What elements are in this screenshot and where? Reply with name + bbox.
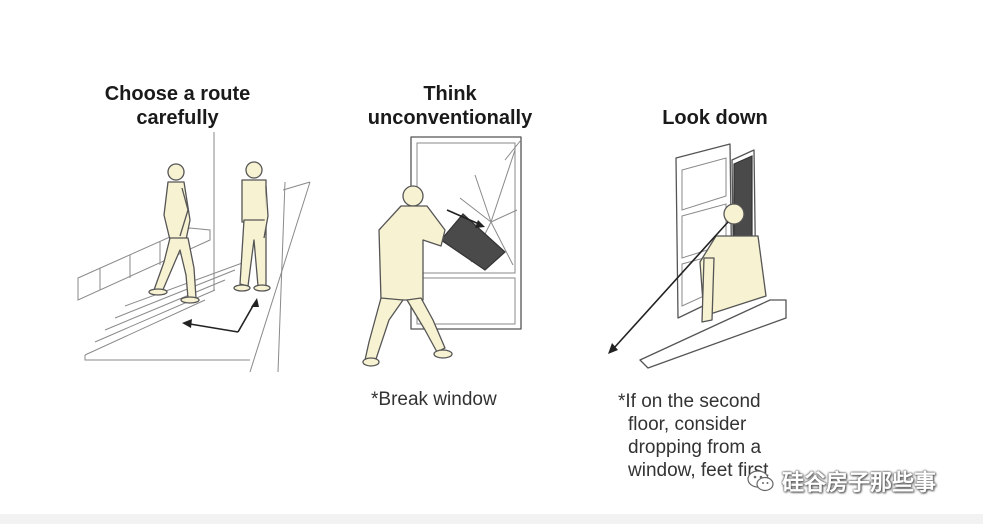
window-break-illustration	[362, 136, 522, 367]
note-line: *If on the second	[618, 391, 761, 412]
title-line: Look down	[662, 107, 768, 129]
title-line: Choose a route	[104, 83, 251, 105]
man-walking-stairs	[148, 163, 200, 304]
title-line: carefully	[136, 107, 219, 129]
hall-edge-line	[282, 181, 311, 191]
watermark-text: 硅谷房子那些事	[782, 471, 937, 496]
hall-edge-line	[277, 181, 286, 373]
stairs-illustration	[77, 132, 311, 373]
wechat-icon	[747, 470, 774, 492]
panel-note: *If on the second floor, consider droppi…	[618, 390, 768, 482]
panel-title: Think unconventionally	[345, 82, 555, 130]
panel-think-unconventionally: Think unconventionally	[345, 0, 575, 524]
note-line: window, feet first	[628, 460, 769, 481]
motion-arrow	[446, 209, 480, 225]
note-line: dropping from a	[628, 437, 762, 458]
panel-title: Look down	[600, 106, 830, 130]
man-walking-hall	[233, 161, 271, 292]
stair-base	[84, 355, 250, 361]
arrow-head	[608, 343, 618, 354]
watermark: 硅谷房子那些事	[746, 466, 936, 496]
note-line: *Break window	[371, 389, 497, 410]
note-line: floor, consider	[628, 414, 747, 435]
person-looking-down	[699, 203, 767, 323]
panel-choose-route: Choose a route carefully	[70, 0, 320, 524]
route-arrow	[189, 323, 239, 333]
sight-line-arrow	[613, 221, 729, 349]
title-line: unconventionally	[367, 107, 533, 129]
arrow-head	[251, 298, 259, 307]
arrow-head	[182, 319, 192, 328]
window-sill	[639, 299, 787, 369]
hall-edge-line	[249, 181, 311, 373]
briefcase	[440, 213, 506, 271]
panel-title: Choose a route carefully	[70, 82, 285, 130]
title-line: Think	[423, 83, 477, 105]
route-arrow	[237, 303, 255, 333]
stair-steps	[84, 261, 246, 356]
panel-look-down: Look down *If on the second floor, consi…	[600, 0, 840, 524]
man-breaking-window	[362, 185, 453, 367]
panel-note: *Break window	[371, 388, 497, 411]
look-down-illustration	[608, 143, 787, 369]
bottom-strip	[0, 514, 983, 524]
arrow-head	[475, 220, 485, 228]
